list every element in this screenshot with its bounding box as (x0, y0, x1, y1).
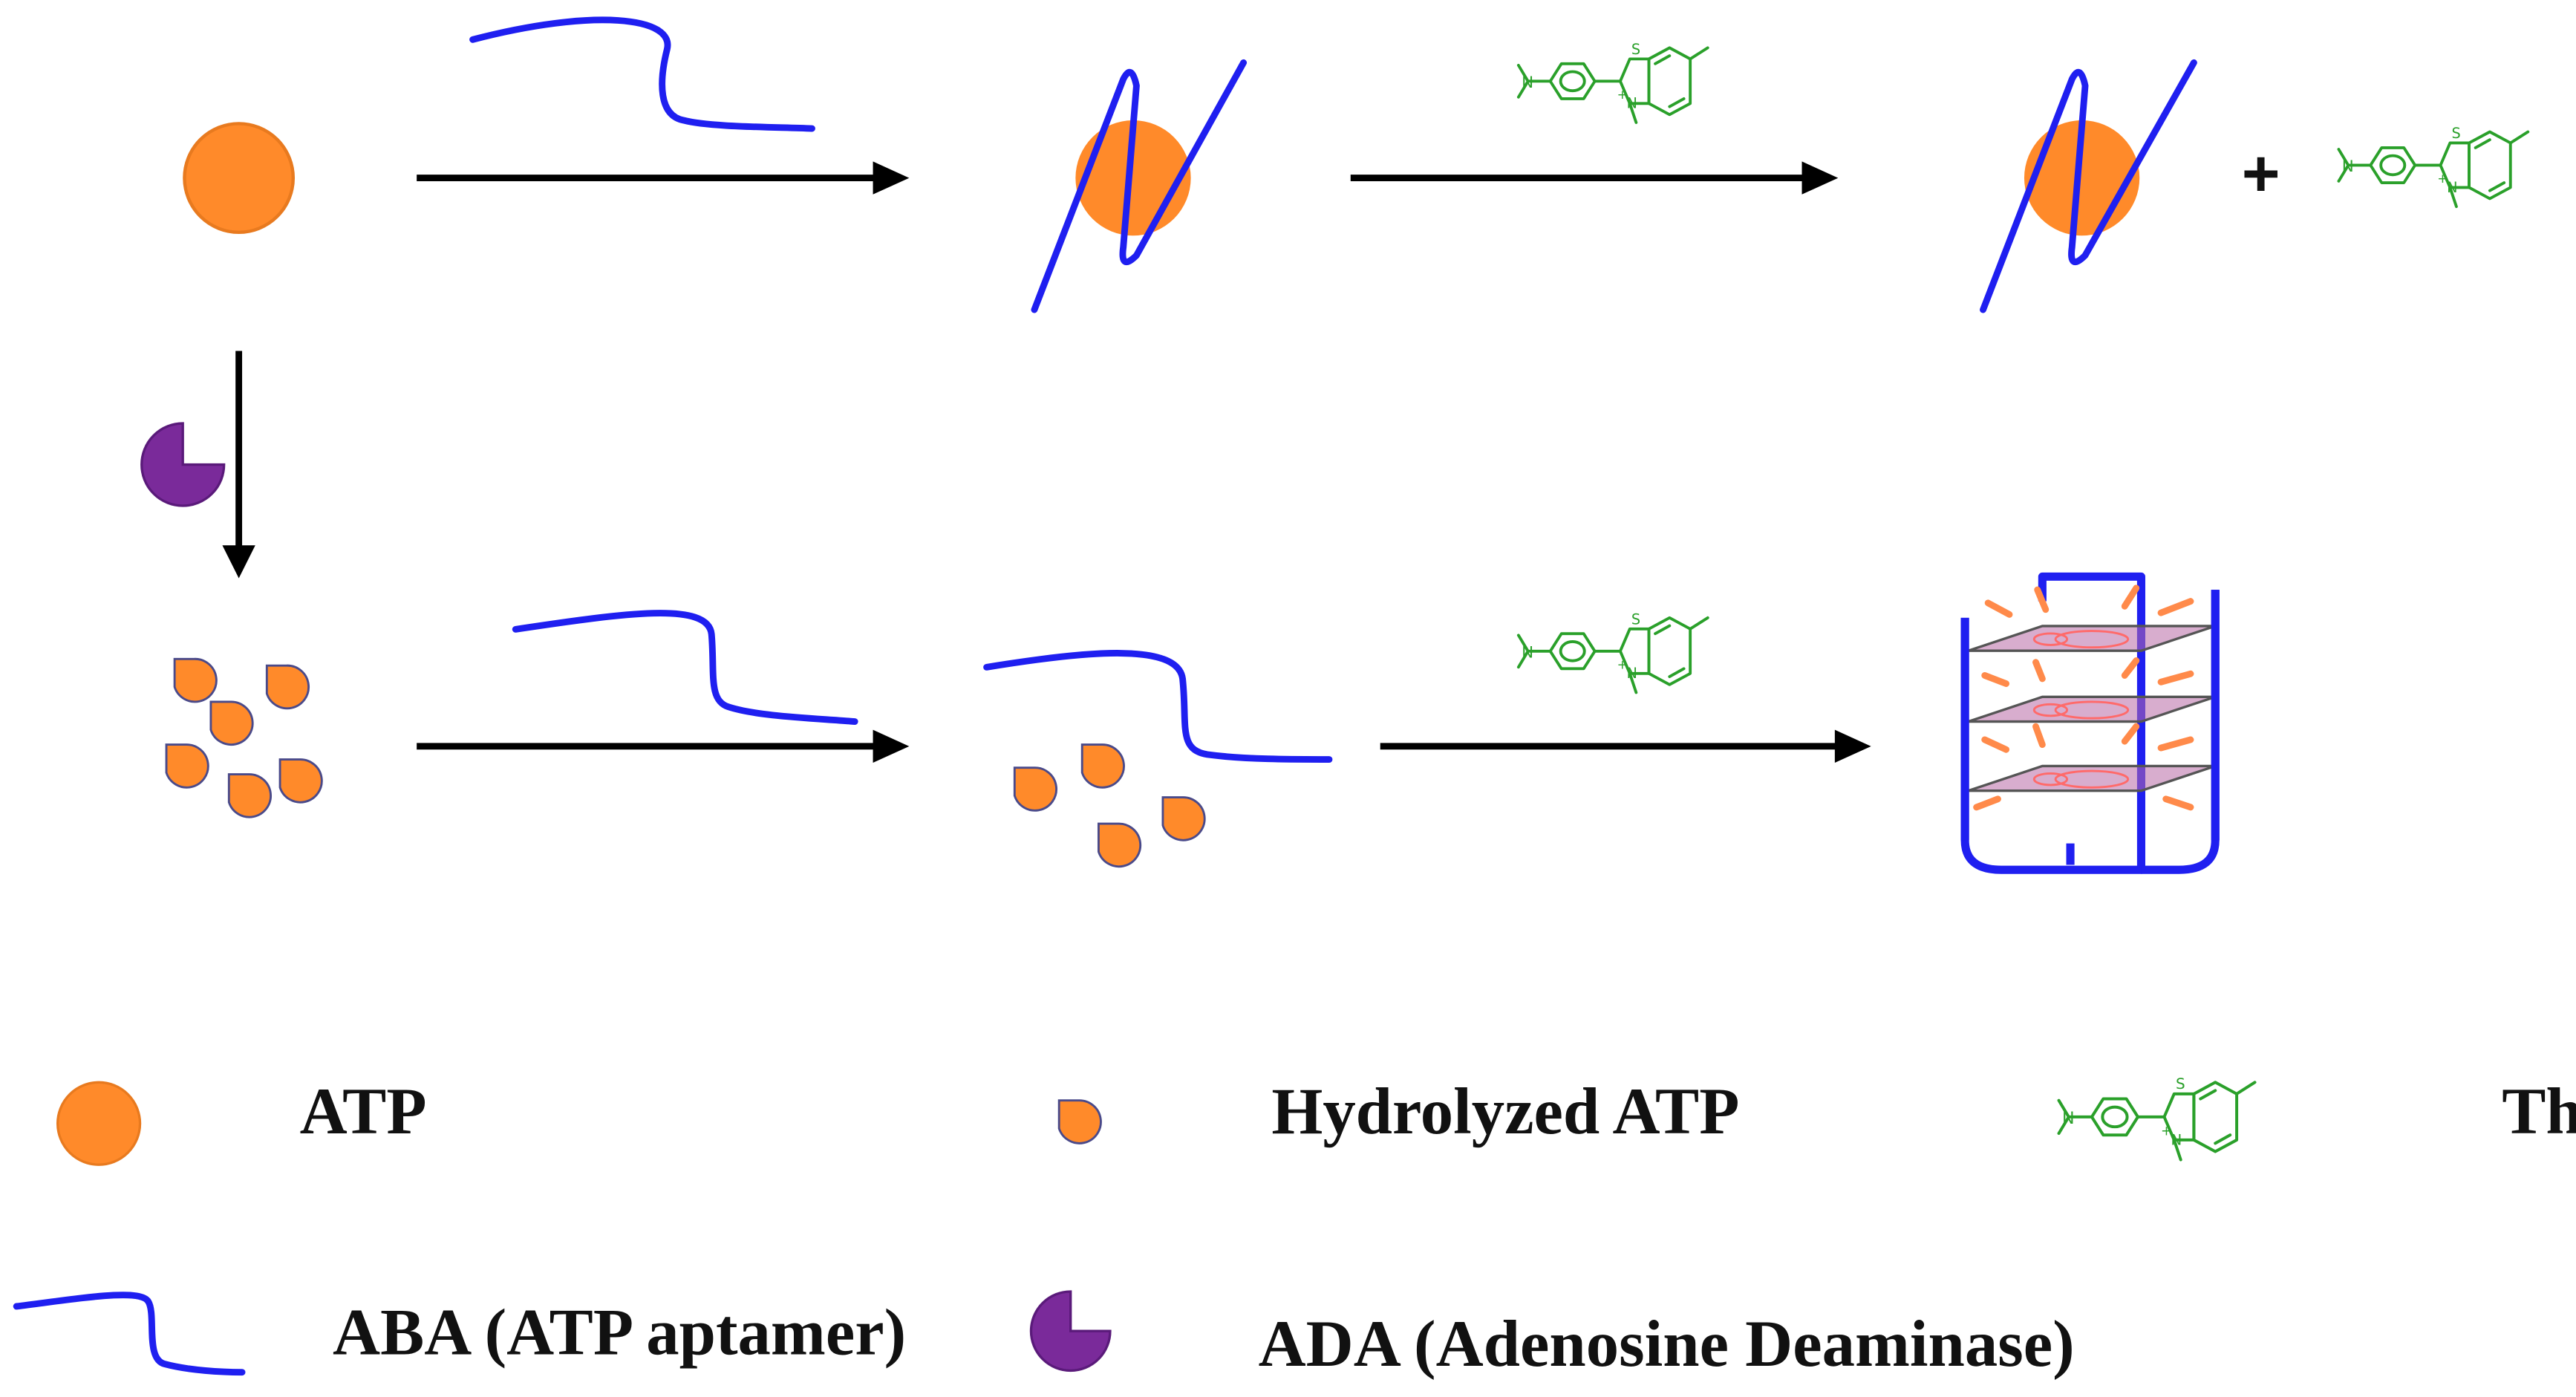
arrow-top-right (1350, 161, 1839, 195)
arrow-bottom-right (1380, 729, 1871, 763)
arrow-top-left (417, 161, 910, 195)
atp-molecule (183, 122, 296, 235)
legend-atp-icon (56, 1081, 142, 1166)
legend-hydrolyzed-atp-label: Hydrolyzed ATP (1271, 1075, 1739, 1148)
aptamer-strand-icon (512, 610, 858, 725)
atp-aptamer-complex (1031, 59, 1248, 313)
legend-ada-icon (1029, 1290, 1112, 1372)
legend-atp-label: ATP (300, 1075, 427, 1148)
free-aptamer-strand (983, 650, 1333, 763)
atp-aptamer-complex-final (1980, 59, 2197, 313)
arrow-bottom-left (417, 729, 910, 763)
ada-enzyme-icon (140, 422, 226, 507)
hydrolyzed-atp-group (165, 657, 323, 818)
legend-hydrolyzed-atp-icon (1057, 1099, 1102, 1144)
legend-tht-label: ThT (2502, 1075, 2576, 1148)
legend-tht-icon (2059, 1075, 2255, 1159)
legend-ada-label: ADA (Adenosine Deaminase) (1259, 1308, 2075, 1381)
tht-icon (1516, 609, 1709, 694)
tht-icon (2337, 123, 2530, 209)
plus-sign: + (2242, 137, 2280, 210)
aptamer-strand-icon (469, 16, 815, 132)
g-quadruplex-icon (1960, 572, 2220, 874)
hydrolyzed-atp-group (1013, 743, 1206, 868)
legend: ATP Hydrolyzed ATP ThT ABA (ATP aptamer)… (13, 1075, 2576, 1381)
legend-aba-icon (13, 1292, 246, 1376)
tht-icon (1516, 39, 1709, 125)
legend-aba-label: ABA (ATP aptamer) (333, 1296, 906, 1369)
arrow-down (222, 351, 255, 579)
